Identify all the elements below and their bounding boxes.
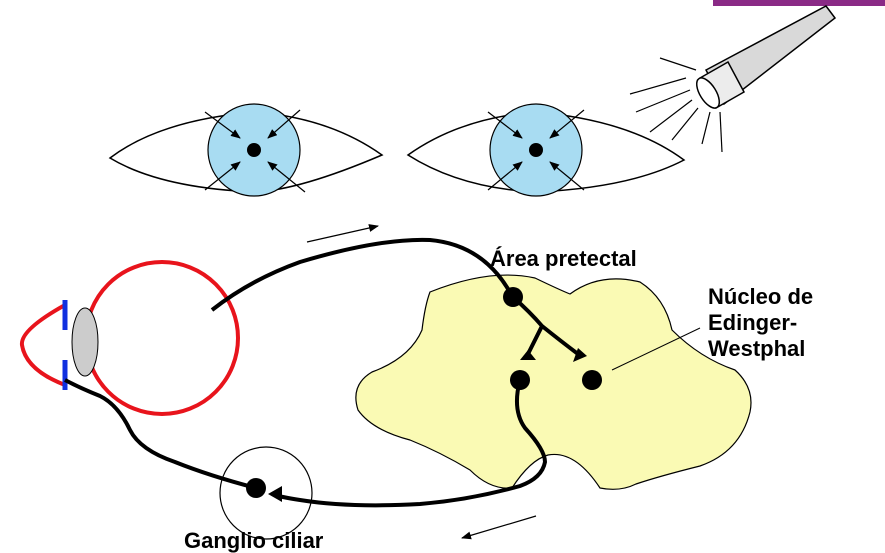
- lens: [72, 308, 98, 376]
- edinger-westphal-label-line3: Westphal: [708, 336, 805, 361]
- flashlight-icon: [630, 6, 835, 152]
- postganglionic-nerve: [65, 380, 256, 488]
- pretectal-area-label: Área pretectal: [490, 246, 637, 271]
- edinger-westphal-label-line1: Núcleo de: [708, 284, 813, 309]
- right-eye-icon: [408, 104, 684, 196]
- efferent-arrow: [462, 516, 536, 538]
- eyeball-section: [22, 262, 238, 414]
- left-eye-icon: [110, 104, 382, 196]
- afferent-arrow: [307, 226, 378, 242]
- ciliary-ganglion-label: Ganglio ciliar: [184, 528, 324, 553]
- ciliary-ganglion: [220, 447, 312, 539]
- corner-bar: [713, 0, 885, 6]
- ew-neuron-right: [582, 370, 602, 390]
- midbrain-section: [356, 275, 751, 489]
- edinger-westphal-label-line2: Edinger-: [708, 310, 797, 335]
